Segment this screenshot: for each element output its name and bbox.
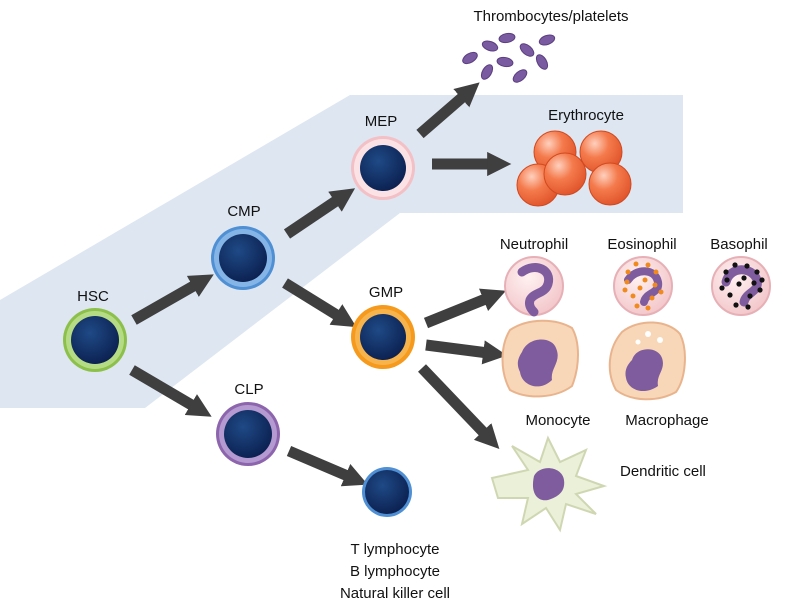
cmp-cell xyxy=(211,226,275,290)
platelets-icon xyxy=(462,32,556,83)
macrophage-icon xyxy=(608,321,686,401)
arrow-gmp-dendritic xyxy=(418,364,500,449)
clp-label: CLP xyxy=(234,381,263,398)
cmp-label: CMP xyxy=(227,203,260,220)
arrow-cmp-mep xyxy=(283,188,356,239)
arrow-mep-platelets xyxy=(416,82,480,139)
eosinophil-icon xyxy=(613,256,673,316)
platelets-label: Thrombocytes/platelets xyxy=(473,8,628,25)
neutrophil-icon xyxy=(504,256,564,317)
basophil-label: Basophil xyxy=(710,236,768,253)
arrow-hsc-clp xyxy=(129,365,212,417)
monocyte-label: Monocyte xyxy=(525,412,590,429)
monocyte-icon xyxy=(501,319,579,398)
clp-cell xyxy=(216,402,280,466)
dendritic-cell-icon xyxy=(490,435,608,533)
b-lymphocyte-label: B lymphocyte xyxy=(350,563,440,580)
labels: HSC CMP MEP GMP CLP Thrombocytes/platele… xyxy=(77,8,768,602)
nk-cell-label: Natural killer cell xyxy=(340,585,450,602)
arrow-gmp-monocyte xyxy=(425,339,508,365)
mep-label: MEP xyxy=(365,113,398,130)
gmp-cell xyxy=(351,305,415,369)
lymphocyte-cell xyxy=(362,467,412,517)
gmp-label: GMP xyxy=(369,284,403,301)
eosinophil-label: Eosinophil xyxy=(607,236,676,253)
hsc-cell xyxy=(63,308,127,372)
arrow-cmp-gmp xyxy=(282,278,357,328)
arrow-clp-lymphocyte xyxy=(286,445,368,487)
t-lymphocyte-label: T lymphocyte xyxy=(351,541,440,558)
hsc-label: HSC xyxy=(77,288,109,305)
basophil-icon xyxy=(711,256,771,316)
lineage-arrows xyxy=(129,82,512,487)
erythrocytes-icon xyxy=(516,130,632,207)
macrophage-label: Macrophage xyxy=(625,412,708,429)
arrow-gmp-neutrophil xyxy=(423,288,506,329)
dendritic-label: Dendritic cell xyxy=(620,463,706,480)
arrow-hsc-cmp xyxy=(131,274,214,325)
mep-cell xyxy=(351,136,415,200)
neutrophil-label: Neutrophil xyxy=(500,236,568,253)
myeloid-lineage-band xyxy=(0,95,683,408)
erythrocyte-label: Erythrocyte xyxy=(548,107,624,124)
